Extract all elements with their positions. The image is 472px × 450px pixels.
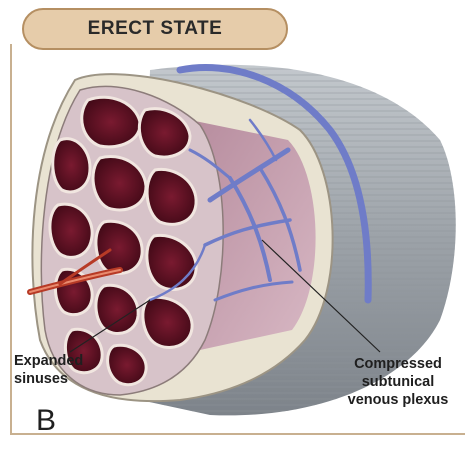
helicine-artery <box>27 248 123 295</box>
title-banner: ERECT STATE <box>22 8 288 50</box>
panel-letter: B <box>36 404 57 437</box>
sinus <box>48 202 94 259</box>
sinus <box>94 219 144 275</box>
frame-left-border <box>10 44 12 434</box>
sinus <box>51 137 92 194</box>
sinus <box>91 155 148 212</box>
expanded-sinus-cluster <box>48 95 198 387</box>
compressed-plexus-leader <box>261 239 381 353</box>
expanded-sinuses-label: Expanded sinuses <box>14 353 84 387</box>
label-leader-lines <box>69 239 381 353</box>
sinus <box>80 95 142 149</box>
expanded-sinuses-leader <box>69 299 151 353</box>
sinus <box>141 295 194 349</box>
title-text: ERECT STATE <box>87 18 223 39</box>
sinus <box>145 233 198 291</box>
compressed-plexus-label: Compressed subtunical venous plexus <box>347 356 449 408</box>
sinus <box>94 283 140 335</box>
sinus <box>145 167 198 226</box>
subtunical-venous-plexus <box>148 64 372 304</box>
sinus <box>64 327 104 375</box>
sinus <box>137 107 192 159</box>
sinus <box>106 343 148 387</box>
frame-bottom-border <box>10 433 465 435</box>
